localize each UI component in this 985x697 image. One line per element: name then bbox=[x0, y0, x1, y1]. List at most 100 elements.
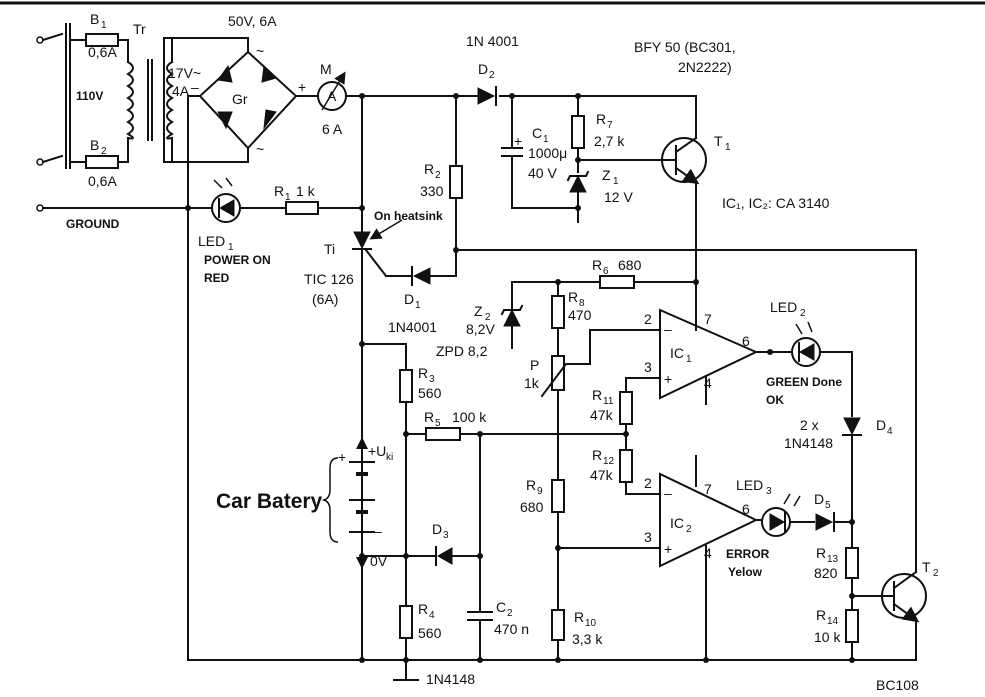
r14-value: 10 k bbox=[814, 629, 841, 645]
zener-z1 bbox=[566, 170, 590, 209]
c2-sub: 2 bbox=[507, 608, 513, 619]
d4-type: 1N4148 bbox=[784, 435, 833, 451]
diode-d3 bbox=[435, 546, 481, 566]
bridge-rectifier bbox=[187, 37, 319, 163]
junction-bottom-706 bbox=[703, 657, 709, 663]
ic2-sub: 2 bbox=[686, 524, 692, 535]
led3-desc-2: Yelow bbox=[728, 565, 763, 579]
resistor-r12 bbox=[619, 449, 633, 483]
r6-label: R bbox=[592, 257, 602, 273]
ic2-pin4: 4 bbox=[704, 545, 712, 561]
r7-sub: 7 bbox=[607, 120, 613, 131]
d5-sub: 5 bbox=[825, 500, 831, 511]
fuse-b1 bbox=[85, 33, 119, 47]
diode-d1 bbox=[411, 266, 457, 286]
r4-label: R bbox=[418, 601, 428, 617]
ic1-pin6: 6 bbox=[742, 333, 750, 349]
r1-label: R bbox=[274, 183, 284, 199]
mains-input bbox=[36, 23, 129, 169]
led-3 bbox=[761, 493, 815, 537]
d5-label: D bbox=[814, 491, 824, 507]
led2-label: LED bbox=[770, 299, 797, 315]
tr-secondary-voltage: 17V~ bbox=[168, 65, 201, 81]
battery-plus: + bbox=[338, 449, 346, 465]
ground-label: GROUND bbox=[66, 217, 120, 231]
ic2-plus: + bbox=[664, 541, 672, 557]
t2-type: BC108 bbox=[876, 677, 919, 693]
c1-label: C bbox=[532, 125, 542, 141]
junction-d3-r4 bbox=[403, 553, 409, 559]
r4-sub: 4 bbox=[429, 610, 435, 621]
resistor-r14 bbox=[845, 609, 859, 643]
c2-label: C bbox=[496, 599, 506, 615]
led-2 bbox=[791, 321, 853, 417]
ic1-pin4: 4 bbox=[704, 375, 712, 391]
c2-value: 470 n bbox=[494, 621, 529, 637]
led1-label: LED bbox=[198, 233, 225, 249]
junction-d3-rail bbox=[359, 553, 365, 559]
junction-bottom-362 bbox=[359, 657, 365, 663]
resistor-r11 bbox=[619, 391, 633, 425]
r7-label: R bbox=[596, 111, 606, 127]
t2-label: T bbox=[922, 559, 931, 575]
r14-label: R bbox=[816, 607, 826, 623]
led3-label: LED bbox=[736, 477, 763, 493]
battery-label: Car Batery bbox=[216, 490, 323, 513]
heatsink-arrow bbox=[369, 219, 403, 240]
ic2-pin2: 2 bbox=[644, 475, 652, 491]
car-battery bbox=[321, 457, 375, 543]
d3-label: D bbox=[432, 521, 442, 537]
resistor-r4 bbox=[399, 605, 413, 639]
led2-desc-2: OK bbox=[766, 393, 784, 407]
r5-value: 100 k bbox=[452, 409, 487, 425]
z2-label: Z bbox=[474, 303, 483, 319]
led-1 bbox=[211, 177, 287, 223]
battery-minus: – bbox=[374, 523, 382, 539]
r14-sub: 14 bbox=[827, 616, 839, 627]
resistor-r13 bbox=[845, 547, 859, 579]
d4-count: 2 x bbox=[800, 417, 819, 433]
t1-type: BFY 50 (BC301, bbox=[634, 39, 736, 55]
z1-sub: 1 bbox=[613, 176, 619, 187]
led3-sub: 3 bbox=[766, 486, 772, 497]
meter-m: M bbox=[320, 61, 332, 77]
fuse-b2 bbox=[85, 155, 119, 169]
bridge-ac-top: ~ bbox=[256, 43, 264, 59]
wire-p-wiper bbox=[540, 329, 661, 398]
d1-label: D bbox=[404, 291, 414, 307]
transistor-t2 bbox=[881, 570, 927, 661]
r3-label: R bbox=[418, 365, 428, 381]
r9-label: R bbox=[526, 477, 536, 493]
ic2-label: IC bbox=[670, 515, 684, 531]
resistor-r7 bbox=[571, 115, 585, 149]
c1-value: 1000μ bbox=[528, 145, 567, 161]
b2-sub: 2 bbox=[101, 146, 107, 157]
r10-sub: 10 bbox=[585, 618, 597, 629]
r8-label: R bbox=[568, 289, 578, 305]
led1-sub: 1 bbox=[228, 242, 234, 253]
r11-sub: 11 bbox=[603, 396, 614, 407]
b1-label: B bbox=[90, 11, 99, 27]
d2-type: 1N 4001 bbox=[466, 33, 519, 49]
ic1-sub: 1 bbox=[686, 354, 692, 365]
r9-value: 680 bbox=[520, 499, 544, 515]
p-label: P bbox=[530, 357, 539, 373]
tr-secondary-current: 4A bbox=[172, 83, 190, 99]
t2-sub: 2 bbox=[933, 568, 939, 579]
r10-value: 3,3 k bbox=[572, 631, 603, 647]
ic2-minus: – bbox=[664, 485, 672, 501]
c1-sub: 1 bbox=[543, 134, 549, 145]
t1-sub: 1 bbox=[725, 142, 731, 153]
led1-desc-2: RED bbox=[204, 271, 230, 285]
resistor-r6 bbox=[599, 275, 635, 289]
led2-sub: 2 bbox=[800, 308, 806, 319]
d2-label: D bbox=[478, 61, 488, 77]
capacitor-c1 bbox=[501, 95, 579, 209]
uki-label: +U bbox=[368, 443, 386, 459]
junction-d5-d4 bbox=[849, 519, 855, 525]
diode-d2 bbox=[477, 86, 497, 106]
junction-ground bbox=[185, 205, 191, 211]
opamp-ic2 bbox=[557, 455, 763, 661]
p-value: 1k bbox=[524, 375, 540, 391]
